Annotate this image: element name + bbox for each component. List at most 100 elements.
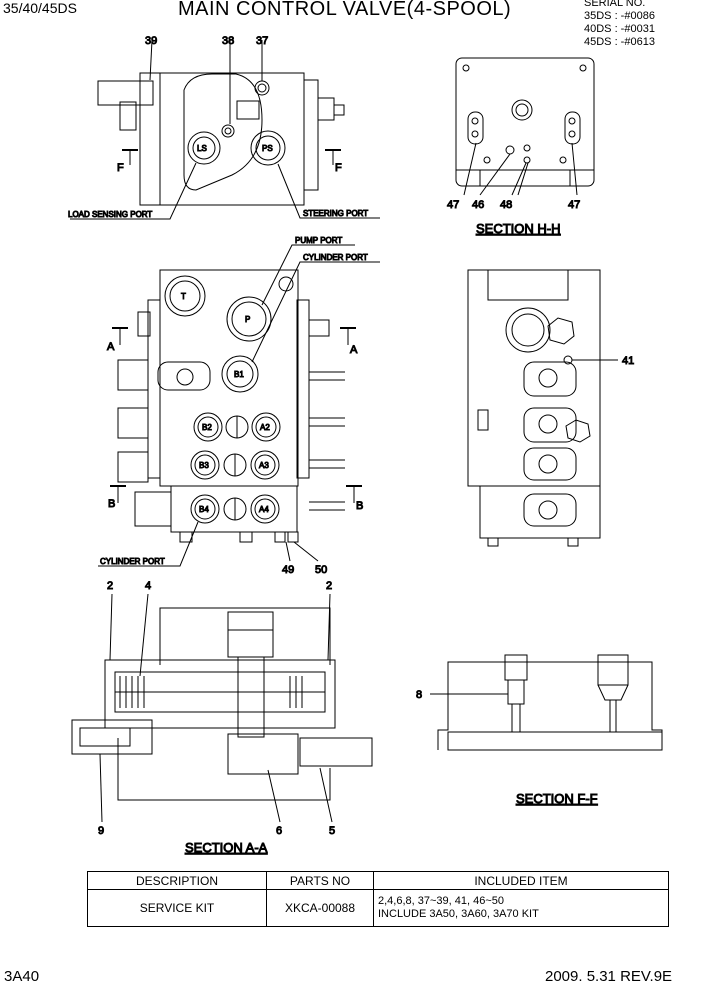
ls-port-label: LS xyxy=(197,144,207,153)
pump-port-leader xyxy=(261,244,355,306)
b1-port-label: B1 xyxy=(234,370,244,379)
section-b-label-right: B xyxy=(356,500,363,512)
callout-5: 5 xyxy=(329,825,335,837)
ff-plug-right xyxy=(597,654,629,686)
ff-base xyxy=(447,731,663,751)
callout-9: 9 xyxy=(98,825,104,837)
spool-rods xyxy=(309,371,345,511)
cell-parts-no: XKCA-00088 xyxy=(266,889,374,927)
serial-block: SERIAL NO. 35DS : -#0086 40DS : -#0031 4… xyxy=(584,0,655,49)
table-row: SERVICE KIT XKCA-00088 2,4,6,8, 37~39, 4… xyxy=(87,889,669,927)
b3-port-circle xyxy=(190,450,220,480)
section-f-label-right: F xyxy=(335,162,342,174)
aa-left-cap xyxy=(71,719,153,755)
top-right-block xyxy=(303,79,319,191)
included-items-line2: INCLUDE 3A50, 3A60, 3A70 KIT xyxy=(378,908,539,920)
front-view xyxy=(98,244,380,567)
side-round-port xyxy=(505,307,551,353)
top-right-fitting xyxy=(317,97,335,121)
hh-center-port xyxy=(511,99,533,121)
callout-47-right: 47 xyxy=(568,199,580,211)
front-body-lower xyxy=(170,485,298,533)
serial-40ds: 40DS : -#0031 xyxy=(584,23,655,35)
ff-outline xyxy=(437,661,663,750)
top-cover-plate xyxy=(183,73,263,191)
ls-port-circle xyxy=(187,131,221,165)
cell-included-item: 2,4,6,8, 37~39, 41, 46~50 INCLUDE 3A50, … xyxy=(373,889,669,927)
load-sensing-leader xyxy=(70,162,197,220)
top-left-block xyxy=(139,72,161,206)
section-f-label-left: F xyxy=(117,162,124,174)
ff-plug-left xyxy=(504,654,528,681)
hh-body xyxy=(455,57,595,187)
callout-37: 37 xyxy=(256,35,268,47)
section-a-label-left: A xyxy=(107,341,115,353)
b1-flange xyxy=(157,361,211,391)
cylinder-port-top-leader xyxy=(251,261,380,363)
page-number: 3A40 xyxy=(4,968,40,985)
spool-cap-1 xyxy=(117,359,149,391)
bolt-38 xyxy=(221,124,235,138)
aa-spring-left xyxy=(119,676,145,708)
plug-37 xyxy=(254,80,270,96)
model-label: 35/40/45DS xyxy=(3,0,77,16)
header-parts-no: PARTS NO xyxy=(266,871,374,890)
callout-39: 39 xyxy=(145,35,157,47)
aa-lower-outline xyxy=(117,738,331,801)
serial-35ds: 35DS : -#0086 xyxy=(584,10,655,22)
a4-port-label: A4 xyxy=(259,505,269,514)
callout-50: 50 xyxy=(315,564,327,576)
cylinder-port-top-label: CYLINDER PORT xyxy=(303,253,368,262)
spool-cap-4 xyxy=(134,491,172,527)
callout-2-left: 2 xyxy=(107,580,113,592)
spool-cap-2 xyxy=(117,407,149,439)
table-header-row: DESCRIPTION PARTS NO INCLUDED ITEM xyxy=(87,871,669,890)
revision-label: 2009. 5.31 REV.9E xyxy=(545,968,673,985)
side-hex-plug xyxy=(547,317,575,345)
included-items-line1: 2,4,6,8, 37~39, 41, 46~50 xyxy=(378,895,505,907)
b3-port-label: B3 xyxy=(199,461,209,470)
serial-45ds: 45DS : -#0613 xyxy=(584,36,655,48)
top-view xyxy=(70,39,380,220)
steering-leader xyxy=(277,163,380,219)
header-description: DESCRIPTION xyxy=(87,871,267,890)
aa-check-valve xyxy=(227,733,299,775)
ps-port-circle xyxy=(250,130,286,166)
cell-description: SERVICE KIT xyxy=(87,889,267,927)
callout-48: 48 xyxy=(500,199,512,211)
section-b-label-left: B xyxy=(108,498,115,510)
b1-port-circle xyxy=(221,355,259,393)
b4-port-circle xyxy=(190,494,220,524)
b4-port-label: B4 xyxy=(199,505,209,514)
page-title: MAIN CONTROL VALVE(4-SPOOL) xyxy=(178,0,512,20)
section-hh-view xyxy=(455,57,595,196)
callout-6: 6 xyxy=(276,825,282,837)
cylinder-port-bottom-label: CYLINDER PORT xyxy=(100,557,165,566)
spool-cap-3 xyxy=(117,451,149,483)
hh-slot-right xyxy=(564,111,581,145)
cylinder-port-bottom-leader xyxy=(98,521,199,567)
serial-label: SERIAL NO. xyxy=(584,0,646,9)
callout-46: 46 xyxy=(472,199,484,211)
section-ff-title: SECTION F-F xyxy=(516,791,598,806)
top-left-fitting xyxy=(97,80,154,106)
a3-port-label: A3 xyxy=(259,461,269,470)
callout-8: 8 xyxy=(416,689,422,701)
service-kit-table: DESCRIPTION PARTS NO INCLUDED ITEM SERVI… xyxy=(87,871,669,927)
callout-38: 38 xyxy=(222,35,234,47)
a2-port-circle xyxy=(251,412,281,442)
callout-47-left: 47 xyxy=(447,199,459,211)
side-view xyxy=(467,269,618,547)
aa-right-cap xyxy=(299,737,373,767)
pump-port-label: PUMP PORT xyxy=(295,236,342,245)
a3-port-circle xyxy=(250,450,280,480)
section-ff-view xyxy=(430,654,663,751)
hh-slot-left xyxy=(467,111,484,145)
aa-top-outline xyxy=(159,607,331,665)
aa-spool-housing xyxy=(104,659,336,729)
front-right-fitting xyxy=(308,319,330,337)
ps-port-label: PS xyxy=(262,144,273,153)
section-aa-view xyxy=(71,593,373,823)
t-port-circle xyxy=(164,275,206,317)
section-a-label-right: A xyxy=(350,344,358,356)
